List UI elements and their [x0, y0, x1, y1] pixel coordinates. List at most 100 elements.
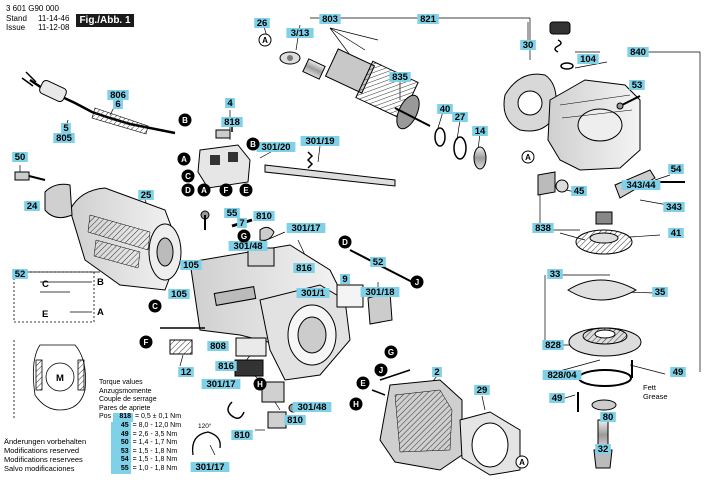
switch — [197, 118, 251, 189]
spring — [554, 39, 562, 53]
svg-text:C: C — [152, 302, 158, 311]
oring-828-04 — [578, 369, 632, 387]
connector-j: J — [374, 363, 388, 377]
part-number-text: 105 — [171, 289, 188, 300]
part-label-p54: 54 — [668, 164, 684, 175]
part-label-p301_18: 301/18 — [360, 287, 400, 298]
part-label-p4: 4 — [225, 98, 235, 109]
part-label-p835: 835 — [389, 72, 411, 83]
part-number-text: 301/20 — [261, 142, 290, 153]
part-number-text: 808 — [210, 341, 226, 352]
part-number-text: 55 — [227, 208, 238, 219]
part-label-p24: 24 — [24, 201, 40, 212]
connector-h: H — [253, 377, 267, 391]
svg-text:H: H — [257, 380, 263, 389]
power-cord — [21, 71, 176, 135]
part-label-p45: 45 — [571, 186, 587, 197]
connector-g: G — [384, 345, 398, 359]
part-label-p810a: 810 — [253, 211, 275, 222]
part-number-text: 816 — [296, 263, 312, 274]
nut-838 — [595, 211, 613, 225]
part-number-text: 26 — [257, 18, 268, 29]
part-number-text: 810 — [287, 415, 303, 426]
part-number-text: 301/17 — [291, 223, 320, 234]
wiring-b: B — [97, 277, 104, 288]
torque-pos: 45 — [110, 421, 131, 431]
part-number-text: 50 — [15, 152, 26, 163]
connector-a: A — [177, 152, 191, 166]
part-label-p840: 840 — [627, 47, 649, 58]
part-label-p50: 50 — [12, 152, 28, 163]
part-number-text: 301/17 — [195, 462, 224, 473]
connector-h: H — [349, 397, 363, 411]
part-number-text: 24 — [27, 201, 38, 212]
part-number-text: 12 — [181, 367, 192, 378]
slide-bar — [264, 164, 396, 187]
part-24 — [44, 183, 73, 219]
part-label-p30: 30 — [520, 40, 536, 51]
torque-row: 54 = 1,5 - 1,8 Nm — [99, 456, 181, 465]
connector-c: C — [181, 169, 195, 183]
part-number-text: 810 — [256, 211, 272, 222]
torque-title-4: Pares de apriete — [99, 404, 151, 412]
torque-value: = 1,5 - 1,8 Nm — [132, 456, 178, 464]
part-number-text: 7 — [239, 218, 244, 229]
part-label-p818: 818 — [221, 117, 243, 128]
part-label-p26: 26 — [254, 18, 270, 29]
torque-pos: 49 — [110, 430, 131, 440]
torque-pos: 54 — [110, 456, 131, 465]
part-number-text: 104 — [580, 54, 597, 65]
part-label-p41: 41 — [668, 228, 684, 239]
part-label-p52b: 52 — [12, 269, 28, 280]
screw-50 — [14, 171, 30, 181]
part-number-text: 29 — [477, 385, 488, 396]
part-label-p301_17b: 301/17 — [201, 379, 241, 390]
part-label-p80: 80 — [600, 412, 616, 423]
torque-pos: 818 — [113, 413, 134, 422]
part-label-p805: 805 — [53, 133, 75, 144]
part-label-p828_04: 828/04 — [542, 370, 582, 381]
part-number-text: 105 — [183, 260, 200, 271]
angle-label: 120° — [198, 422, 212, 430]
doc-number: 3 601 G90 000 — [6, 4, 59, 13]
svg-text:A: A — [201, 186, 207, 195]
svg-text:F: F — [144, 338, 149, 347]
part-label-p810c: 810 — [231, 430, 253, 441]
part-number-text: 805 — [56, 133, 73, 144]
part-number-text: 41 — [671, 228, 682, 239]
part-number-text: 301/48 — [297, 402, 326, 413]
connector-a: A — [197, 183, 211, 197]
part-label-p828: 828 — [542, 340, 564, 351]
part-label-p40: 40 — [437, 104, 453, 115]
torque-row: 45 = 8,0 - 12,0 Nm — [99, 421, 181, 431]
part-label-p7: 7 — [237, 218, 247, 229]
part-number-text: 301/1 — [301, 288, 325, 299]
part-label-p49a: 49 — [670, 367, 686, 378]
connector-a: A — [521, 150, 535, 164]
part-label-p343: 343 — [663, 202, 685, 213]
wiring-a: A — [97, 307, 104, 318]
main-housing — [189, 244, 351, 381]
part-number-text: 30 — [523, 40, 534, 51]
part-number-text: 49 — [552, 393, 563, 404]
part-label-p2: 2 — [432, 367, 442, 378]
svg-text:J: J — [379, 366, 383, 375]
svg-text:A: A — [262, 36, 268, 45]
part-number-text: 9 — [342, 274, 347, 285]
block-816-b — [234, 359, 264, 377]
motor-symbol: M — [56, 373, 64, 384]
part-label-p105b: 105 — [168, 289, 190, 300]
oring-104 — [560, 62, 574, 70]
part-label-p5: 5 — [61, 123, 71, 134]
part-number-text: 810 — [234, 430, 250, 441]
torque-value: = 2,6 - 3,5 Nm — [132, 430, 178, 438]
part-label-p301_17c: 301/17 — [190, 462, 230, 473]
ring-40 — [434, 127, 446, 147]
flange-35 — [567, 279, 638, 301]
spring-301-19 — [306, 151, 314, 169]
svg-text:G: G — [388, 348, 394, 357]
field-stator — [371, 369, 463, 471]
torque-title-1: Torque values — [99, 379, 143, 386]
part-label-p9: 9 — [340, 274, 350, 285]
